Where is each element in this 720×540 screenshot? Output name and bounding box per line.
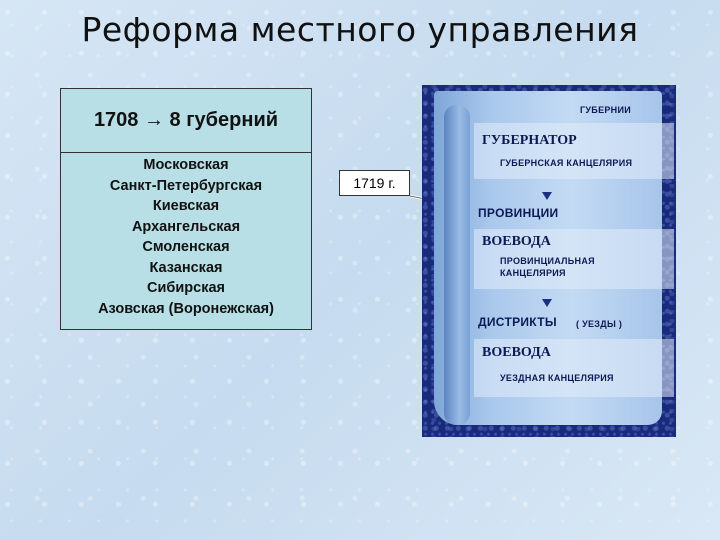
governorate-item: Московская <box>61 155 311 176</box>
scroll-illustration: ГУБЕРНИИ ГУБЕРНАТОР ГУБЕРНСКАЯ КАНЦЕЛЯРИ… <box>434 91 662 425</box>
governorates-header: 1708 → 8 губерний <box>61 89 311 153</box>
governorate-item: Казанская <box>61 258 311 279</box>
district-caption: ДИСТРИКТЫ <box>478 315 557 329</box>
governorates-box: 1708 → 8 губерний Московская Санкт-Петер… <box>60 88 312 330</box>
governorate-item: Смоленская <box>61 237 311 258</box>
arrow-down-icon <box>542 299 552 307</box>
governorate-item: Киевская <box>61 196 311 217</box>
governorate-item: Архангельская <box>61 217 311 238</box>
scroll-curl-icon <box>444 105 470 425</box>
province-office-label-2: КАНЦЕЛЯРИЯ <box>500 268 566 278</box>
governorate-item: Сибирская <box>61 278 311 299</box>
province-voevoda-label: ВОЕВОДА <box>482 234 551 250</box>
arrow-down-icon <box>542 192 552 200</box>
year-label-box: 1719 г. <box>339 170 410 196</box>
governorates-list: Московская Санкт-Петербургская Киевская … <box>61 153 311 319</box>
guberniya-band <box>474 123 674 179</box>
governor-label: ГУБЕРНАТОР <box>482 133 577 149</box>
province-caption: ПРОВИНЦИИ <box>478 206 558 220</box>
slide-title: Реформа местного управления <box>0 10 720 49</box>
guberniya-caption: ГУБЕРНИИ <box>580 105 631 115</box>
governorate-item: Санкт-Петербургская <box>61 176 311 197</box>
district-voevoda-label: ВОЕВОДА <box>482 345 551 361</box>
district-office-label: УЕЗДНАЯ КАНЦЕЛЯРИЯ <box>500 373 614 383</box>
guberniya-office-label: ГУБЕРНСКАЯ КАНЦЕЛЯРИЯ <box>500 158 632 168</box>
governorate-item: Азовская (Воронежская) <box>61 299 311 320</box>
administration-scheme-panel: ГУБЕРНИИ ГУБЕРНАТОР ГУБЕРНСКАЯ КАНЦЕЛЯРИ… <box>422 85 676 437</box>
province-office-label-1: ПРОВИНЦИАЛЬНАЯ <box>500 256 595 266</box>
district-caption-note: ( УЕЗДЫ ) <box>576 319 622 329</box>
